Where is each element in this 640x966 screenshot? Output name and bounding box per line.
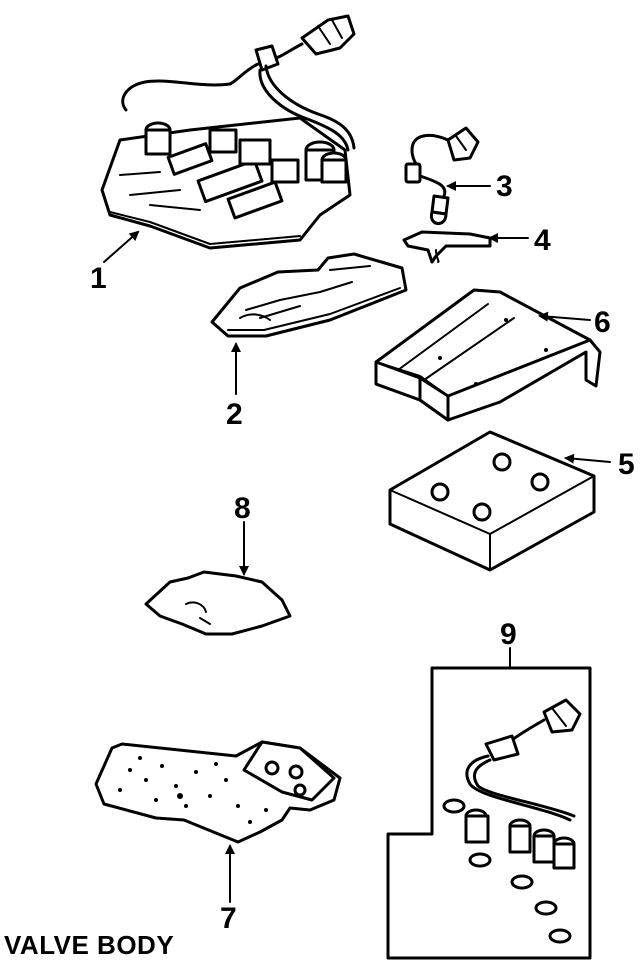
callout-8: 8 (234, 492, 251, 525)
callout-4: 4 (534, 224, 551, 257)
part-7-separator-plate (94, 740, 342, 844)
part-3-sensor-harness (404, 126, 480, 225)
part-2-filter (210, 252, 408, 338)
part-9-solenoid-kit (386, 666, 592, 960)
leader-lines (103, 181, 611, 903)
valve-cylinders (144, 121, 348, 220)
plate-holes (118, 756, 268, 824)
callout-2: 2 (226, 398, 243, 431)
part-1-valve-body-assembly (100, 14, 356, 250)
callout-6: 6 (594, 306, 611, 339)
part-6-bracket (374, 288, 602, 422)
callout-7: 7 (220, 902, 237, 935)
part-8-gasket (144, 570, 292, 636)
part-5-module (388, 430, 596, 572)
callout-3: 3 (496, 170, 513, 203)
diagram-title: VALVE BODY (4, 930, 175, 960)
callout-1: 1 (90, 262, 107, 295)
callout-9: 9 (500, 618, 517, 651)
callout-5: 5 (618, 448, 635, 481)
part-4-clip (402, 230, 492, 264)
callouts: 1 2 3 4 5 6 7 8 9 (90, 170, 635, 935)
